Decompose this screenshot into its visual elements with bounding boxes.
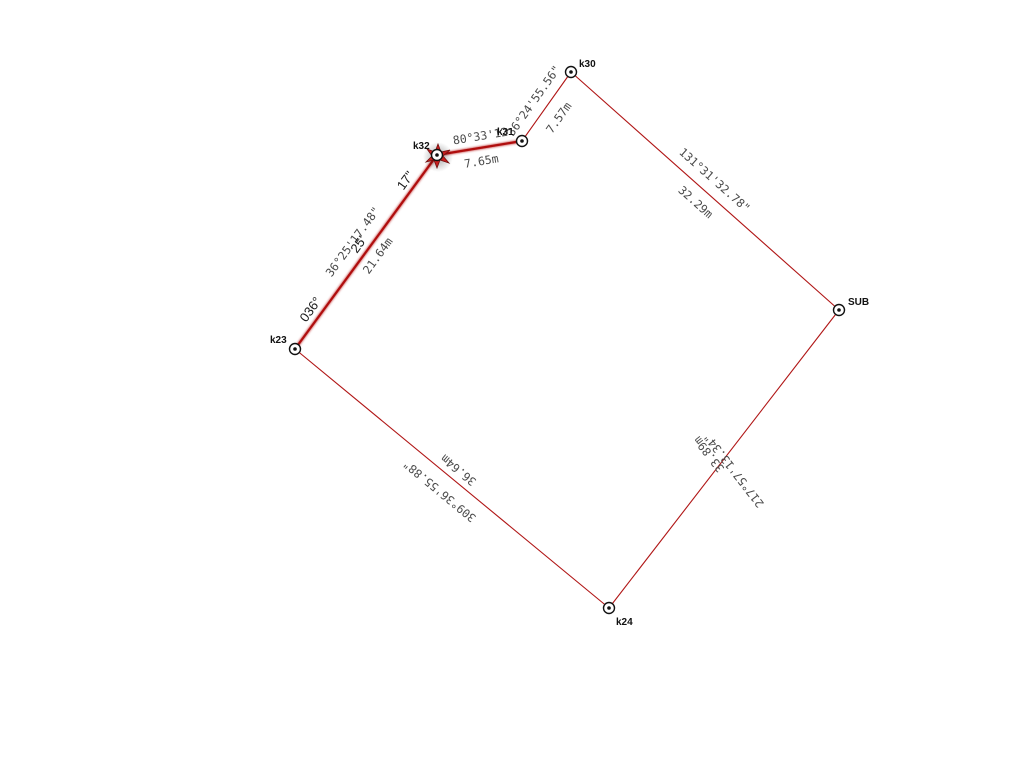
edge-k24-k23[interactable] xyxy=(294,348,610,609)
point-marker-sub[interactable] xyxy=(832,303,846,317)
tool-degrees: 036° xyxy=(296,294,324,325)
edge-k23-k32[interactable] xyxy=(294,154,438,350)
bearing-label-sub-k24: 217°57'13.34" xyxy=(701,431,767,511)
distance-label-k30-sub: 32.29m xyxy=(675,183,715,221)
point-label-k23: k23 xyxy=(270,335,287,346)
point-marker-k32[interactable] xyxy=(430,148,444,162)
point-label-k30: k30 xyxy=(579,59,596,70)
edge-k30-sub[interactable] xyxy=(570,71,840,311)
point-marker-k23[interactable] xyxy=(288,342,302,356)
survey-points xyxy=(288,65,846,615)
edge-dimensions: 131°31'32.78" 32.29m 217°57'13.34" 33.89… xyxy=(323,63,767,525)
point-label-k24: k24 xyxy=(616,617,633,628)
point-label-sub: SUB xyxy=(848,297,869,308)
edge-k31-k30[interactable] xyxy=(521,71,572,142)
point-label-k31: k31 xyxy=(497,127,514,138)
point-labels: k30 k31 k32 SUB k24 k23 xyxy=(270,59,869,628)
point-marker-k31[interactable] xyxy=(515,134,529,148)
parcel-boundary xyxy=(294,71,840,609)
point-label-k32: k32 xyxy=(413,141,430,152)
tool-seconds: 17" xyxy=(394,168,418,193)
distance-label-k32-k31: 7.65m xyxy=(463,151,500,170)
bearing-label-k30-sub: 131°31'32.78" xyxy=(676,145,753,215)
bearing-tool-readout: 036° 25' 17" xyxy=(296,168,417,325)
point-marker-k30[interactable] xyxy=(564,65,578,79)
edge-sub-k24[interactable] xyxy=(608,309,840,609)
point-marker-k24[interactable] xyxy=(602,601,616,615)
